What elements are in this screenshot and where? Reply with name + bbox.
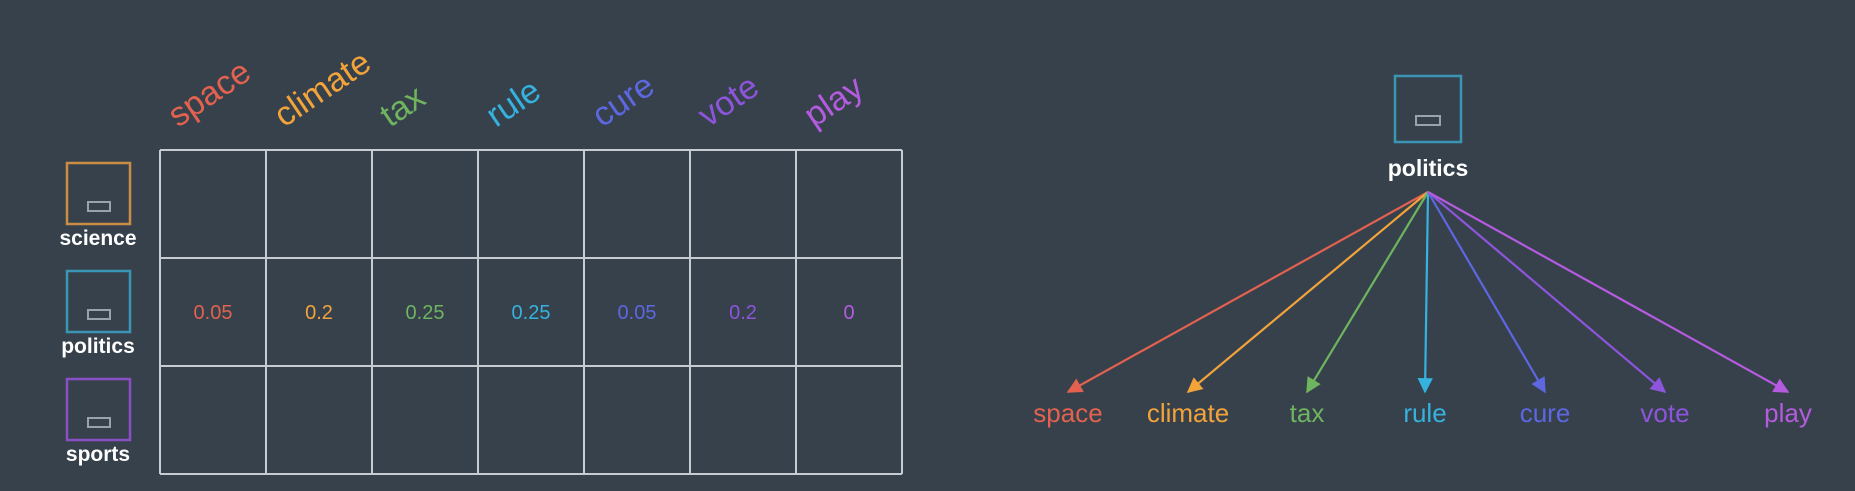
column-header-cure: cure [585, 66, 661, 134]
leaf-space: space [1033, 398, 1102, 428]
edge-arrow-cure [1427, 191, 1546, 394]
tree-edges [1066, 191, 1790, 394]
column-header-tax: tax [373, 78, 432, 135]
column-header-play: play [797, 68, 870, 134]
edge-arrow-space [1066, 191, 1429, 393]
column-header-rule: rule [479, 71, 547, 134]
cell-value: 0.2 [729, 302, 757, 324]
tree-panel: politics space climate tax rule cure vote play [1033, 74, 1812, 428]
edge-arrow-play [1427, 191, 1790, 393]
cell-value: 0.05 [618, 302, 657, 324]
row-label: politics [61, 335, 135, 358]
edge-arrow-rule [1417, 191, 1433, 394]
box-icon [1393, 74, 1463, 144]
row-label: sports [66, 443, 130, 466]
cell-value: 0.25 [512, 302, 551, 324]
box-icon [65, 161, 132, 226]
edge-arrow-vote [1427, 191, 1667, 393]
column-header-climate: climate [267, 43, 378, 135]
leaf-tax: tax [1290, 398, 1325, 428]
slot-icon [87, 309, 111, 320]
cell-value: 0.25 [406, 302, 445, 324]
edge-arrow-tax [1306, 191, 1429, 394]
matrix-grid [159, 149, 903, 475]
leaf-play: play [1764, 398, 1812, 428]
slot-icon [87, 417, 111, 428]
tree-leaves: space climate tax rule cure vote play [1033, 398, 1812, 428]
row-label: science [59, 227, 136, 250]
column-header-vote: vote [691, 67, 766, 134]
leaf-cure: cure [1520, 398, 1571, 428]
root-label: politics [1388, 155, 1469, 181]
cell-value: 0.2 [305, 302, 333, 324]
matrix-cells: 0.05 0.2 0.25 0.25 0.05 0.2 0 [194, 302, 855, 324]
row-politics: politics [61, 269, 135, 358]
slot-icon [1415, 115, 1441, 126]
box-icon [65, 377, 132, 442]
cell-value: 0 [843, 302, 854, 324]
row-sports: sports [65, 377, 132, 466]
column-header-space: space [161, 52, 257, 134]
box-icon [65, 269, 132, 334]
leaf-climate: climate [1147, 398, 1229, 428]
leaf-vote: vote [1640, 398, 1689, 428]
root-node: politics [1388, 74, 1469, 181]
row-science: science [59, 161, 137, 250]
leaf-rule: rule [1403, 398, 1446, 428]
slot-icon [87, 201, 111, 212]
row-labels: science politics sports [59, 161, 137, 466]
cell-value: 0.05 [194, 302, 233, 324]
edge-arrow-climate [1186, 191, 1429, 393]
